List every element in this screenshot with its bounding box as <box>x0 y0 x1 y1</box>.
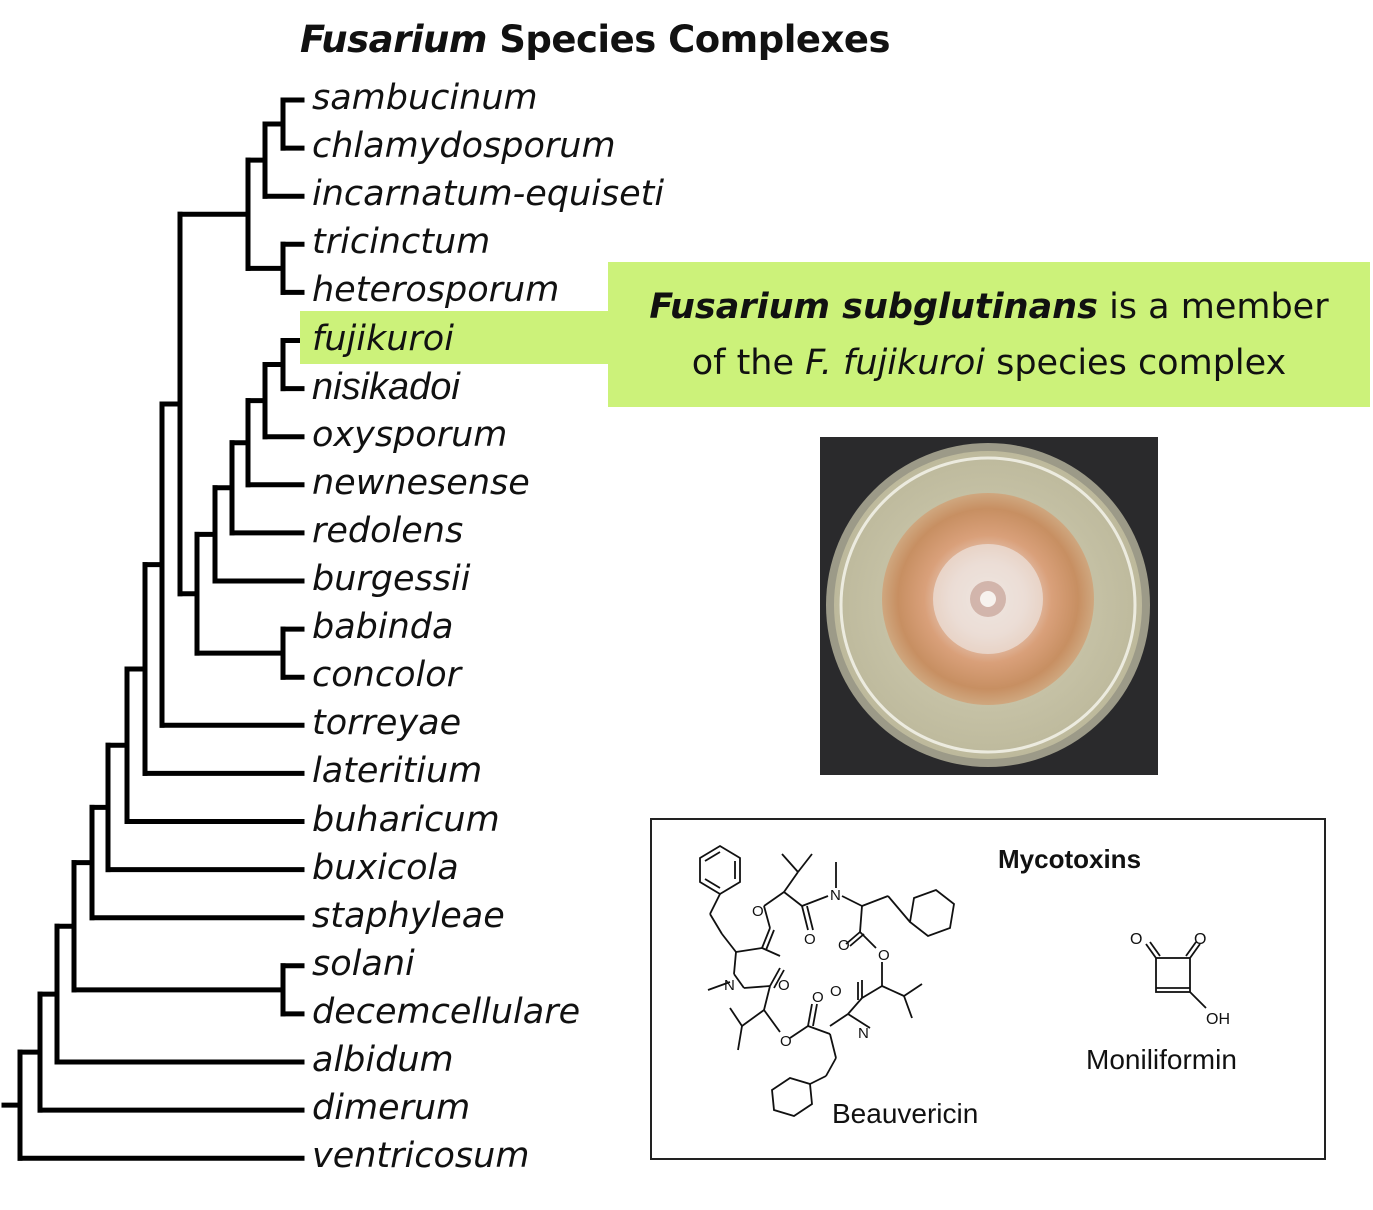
callout-line-2: of the F. fujikuroi species complex <box>692 335 1287 391</box>
leaf-label-burgessii: burgessii <box>312 559 471 599</box>
leaf-label-ventricosum: ventricosum <box>312 1136 530 1177</box>
leaf-label-babinda: babinda <box>312 607 454 648</box>
callout-line-1: Fusarium subglutinans is a member <box>649 279 1328 335</box>
atom-O: O <box>830 983 842 1000</box>
phylogenetic-tree <box>1 97 305 1161</box>
atom-O: O <box>752 903 764 920</box>
leaf-label-chlamydosporum: chlamydosporum <box>312 126 616 167</box>
petri-dish-image <box>820 437 1158 775</box>
leaf-label-albidum: albidum <box>312 1040 454 1080</box>
leaf-label-concolor: concolor <box>312 655 462 696</box>
title-rest: Species Complexes <box>486 18 890 61</box>
title-genus: Fusarium <box>300 18 487 61</box>
atom-O: O <box>838 937 850 954</box>
beauvericin-structure <box>699 844 955 1117</box>
leaf-label-staphyleae: staphyleae <box>312 895 505 936</box>
structure-drawings: O O N O O N O O O O N O O OH <box>699 844 1230 1117</box>
leaf-label-redolens: redolens <box>312 510 464 551</box>
leaf-label-sambucinum: sambucinum <box>312 78 538 118</box>
callout-line1-rest: is a member <box>1097 286 1329 327</box>
leaf-label-fujikuroi: fujikuroi <box>312 318 454 359</box>
leaf-label-buxicola: buxicola <box>312 847 459 888</box>
beauvericin-atom-labels: O O N O O N O O O O N <box>724 887 890 1050</box>
leaf-label-nisikadoi: nisikadoi <box>312 365 460 408</box>
atom-OH: OH <box>1206 1011 1230 1028</box>
moniliformin-atom-labels: O O OH <box>1130 931 1230 1028</box>
culture-plate-photo <box>820 437 1158 775</box>
callout-line2-post: species complex <box>984 342 1287 383</box>
callout-box: Fusarium subglutinans is a member of the… <box>608 262 1370 407</box>
callout-line2-italic: F. fujikuroi <box>805 342 985 383</box>
compound-moniliformin: Moniliformin <box>1086 1044 1237 1075</box>
leaf-label-newnesense: newnesense <box>312 462 530 503</box>
leaf-label-heterosporum: heterosporum <box>312 270 560 311</box>
leaf-label-buharicum: buharicum <box>312 799 500 840</box>
figure-title: Fusarium Species Complexes <box>300 18 891 61</box>
fujikuroi-highlight <box>300 311 620 364</box>
compound-beauvericin: Beauvericin <box>832 1098 979 1129</box>
leaf-label-lateritium: lateritium <box>312 751 483 792</box>
callout-species: Fusarium subglutinans <box>649 286 1098 327</box>
atom-O: O <box>1130 931 1142 948</box>
leaf-label-incarnatum-equiseti: incarnatum-equiseti <box>312 174 665 215</box>
leaf-label-tricinctum: tricinctum <box>312 222 491 263</box>
callout-line2-pre: of the <box>691 342 806 383</box>
leaf-label-decemcellulare: decemcellulare <box>312 991 581 1032</box>
atom-N: N <box>724 977 735 994</box>
atom-O: O <box>812 989 824 1006</box>
moniliformin-structure <box>1145 941 1207 1009</box>
atom-O: O <box>878 947 890 964</box>
atom-O: O <box>780 1033 792 1050</box>
leaf-label-oxysporum: oxysporum <box>312 414 508 455</box>
leaf-label-torreyae: torreyae <box>312 703 462 744</box>
atom-O: O <box>804 931 816 948</box>
atom-N: N <box>858 1025 869 1042</box>
atom-O: O <box>1194 931 1206 948</box>
mycotoxins-box: Mycotoxins <box>650 818 1326 1160</box>
atom-O: O <box>778 977 790 994</box>
mycotoxins-title: Mycotoxins <box>998 844 1142 874</box>
leaf-label-dimerum: dimerum <box>312 1088 471 1129</box>
leaf-label-solani: solani <box>312 943 415 984</box>
atom-N: N <box>830 887 841 904</box>
